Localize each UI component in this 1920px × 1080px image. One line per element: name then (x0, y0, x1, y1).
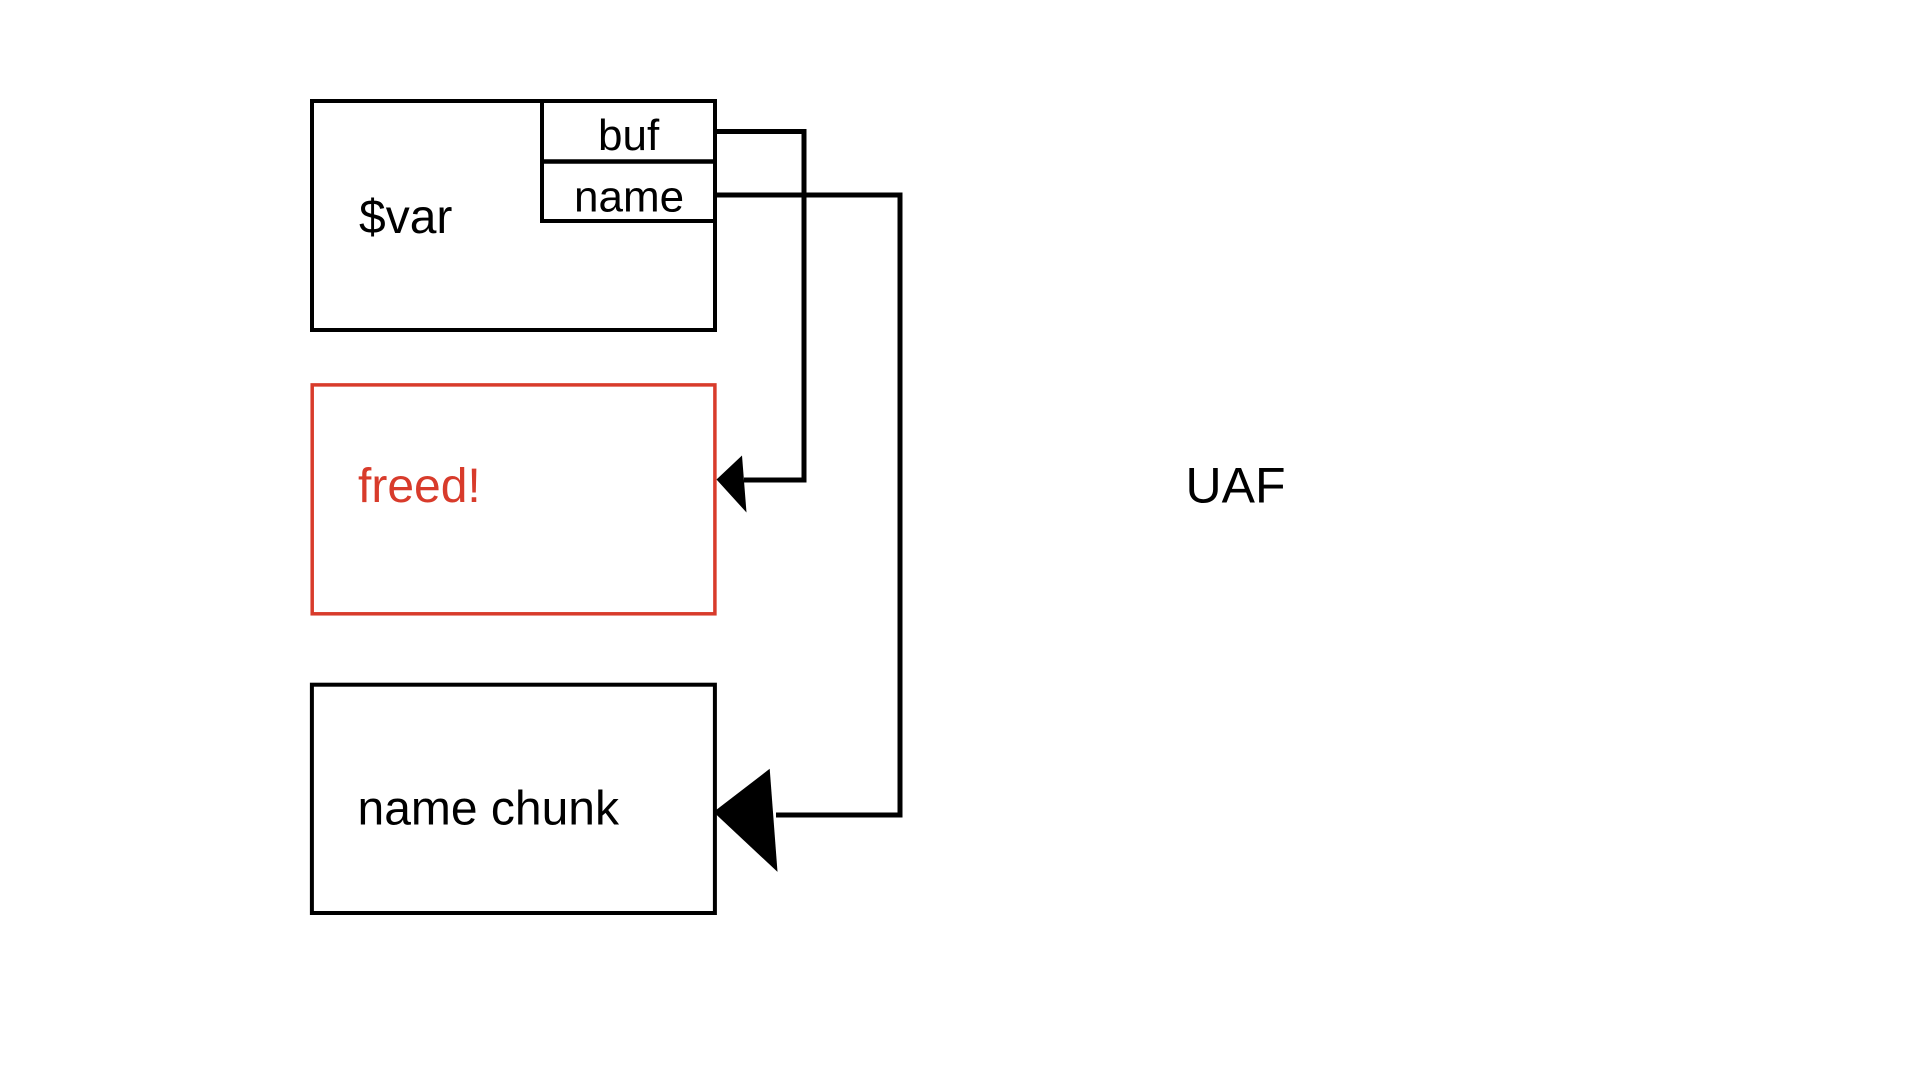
svg-text:$var: $var (359, 191, 452, 244)
svg-text:UAF: UAF (1186, 458, 1286, 514)
svg-text:name: name (574, 173, 684, 222)
svg-text:freed!: freed! (358, 460, 481, 513)
svg-text:name chunk: name chunk (358, 783, 620, 836)
svg-text:buf: buf (598, 111, 660, 160)
